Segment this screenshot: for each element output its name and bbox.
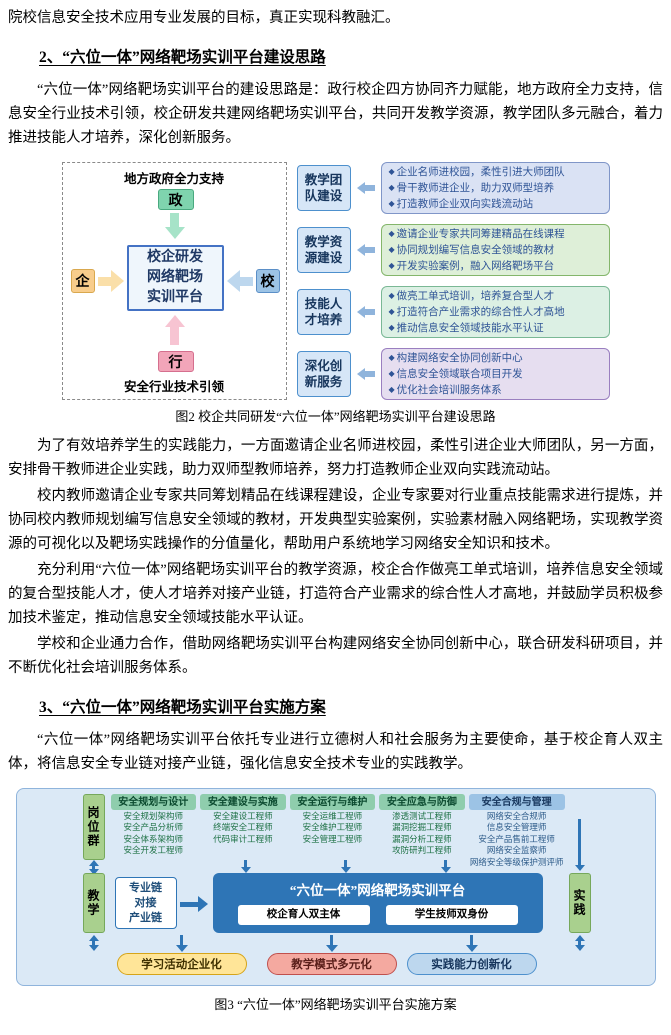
row-label: 技能人才培养 <box>296 289 351 335</box>
left-arrow-icon <box>356 368 375 380</box>
figure3-diagram: 岗位群 安全规划与设计 安全规划架构师 安全产品分析师 安全体系架构师 安全开发… <box>15 788 656 986</box>
bullet-list: 构建网络安全协同创新中心 信息安全领域联合项目开发 优化社会培训服务体系 <box>380 348 610 400</box>
left-arrow-icon <box>356 306 375 318</box>
chain-mapping-box: 专业链 对接 产业链 <box>114 877 177 929</box>
section2-heading: 2、“六位一体”网络靶场实训平台建设思路 <box>8 46 663 70</box>
paragraph-sec3-1: “六位一体”网络靶场实训平台依托专业进行立德树人和社会服务为主要使命，基于校企育… <box>8 732 663 772</box>
bullet-item: 企业名师进校园，柔性引进大师团队 <box>389 164 602 180</box>
double-arrow-icon <box>574 935 585 951</box>
job-column-operations: 安全运行与维护 安全运维工程师 安全维护工程师 安全管理工程师 <box>289 794 376 867</box>
platform-line2: 网络靶场 <box>147 270 203 285</box>
row-skilled-talent: 技能人才培养 做亮工单式培训，培养复合型人才 打造符合产业需求的综合性人才高地 … <box>296 286 610 338</box>
down-arrow-icon <box>465 935 478 952</box>
job-column-construction: 安全建设与实施 安全建设工程师 终端安全工程师 代码审计工程师 <box>200 794 286 867</box>
bullet-item: 信息安全领域联合项目开发 <box>389 366 602 382</box>
bullet-list: 做亮工单式培训，培养复合型人才 打造符合产业需求的综合性人才高地 推动信息安全领… <box>380 286 610 338</box>
figure3-caption: 图3 “六位一体”网络靶场实训平台实施方案 <box>214 997 457 1012</box>
job-column-planning: 安全规划与设计 安全规划架构师 安全产品分析师 安全体系架构师 安全开发工程师 <box>110 794 197 867</box>
teaching-label: 教学 <box>82 873 105 933</box>
practice-label: 实践 <box>568 873 591 933</box>
bullet-item: 协同规划编写信息安全领域的教材 <box>389 242 602 258</box>
platform-line1: 校企研发 <box>147 250 203 265</box>
row-innovation-service: 深化创新服务 构建网络安全协同创新中心 信息安全领域联合项目开发 优化社会培训服… <box>296 348 610 400</box>
gov-down-arrow-icon <box>164 213 185 239</box>
bullet-item: 做亮工单式培训，培养复合型人才 <box>389 288 602 304</box>
paragraph-sec2-3: 校内教师邀请企业专家共同筹划精品在线课程建设，企业专家要对行业重点技能需求进行提… <box>8 488 663 552</box>
row-label: 深化创新服务 <box>296 351 351 397</box>
school-left-arrow-icon <box>226 270 253 292</box>
platform-center-box: 校企研发 网络靶场 实训平台 <box>126 245 224 311</box>
industry-node: 行 <box>157 351 194 372</box>
post-group-label: 岗位群 <box>82 794 105 860</box>
bullet-item: 优化社会培训服务体系 <box>389 382 602 398</box>
enterprise-right-arrow-icon <box>97 270 124 292</box>
industry-guide-label: 安全行业技术引领 <box>123 380 224 394</box>
down-arrow-icon <box>325 935 338 952</box>
row-label: 教学团队建设 <box>296 165 351 211</box>
figure2-caption: 图2 校企共同研发“六位一体”网络靶场实训平台建设思路 <box>175 409 496 424</box>
job-column-response: 安全应急与防御 渗透测试工程师 漏洞挖掘工程师 漏洞分析工程师 攻防研判工程师 <box>379 794 465 867</box>
intro-paragraph: 院校信息安全技术应用专业发展的目标，真正实现科教融汇。 <box>8 10 400 26</box>
bullet-item: 骨干教师进企业，助力双师型培养 <box>389 180 602 196</box>
bullet-list: 邀请企业专家共同筹建精品在线课程 协同规划编写信息安全领域的教材 开发实验案例，… <box>380 224 610 276</box>
left-arrow-icon <box>356 244 375 256</box>
section2-heading-text: 2、“六位一体”网络靶场实训平台建设思路 <box>39 49 326 66</box>
school-node: 校 <box>255 269 280 293</box>
bullet-item: 推动信息安全领域技能水平认证 <box>389 320 602 336</box>
down-arrow-icon <box>240 860 251 873</box>
row-label: 教学资源建设 <box>296 227 351 273</box>
gov-support-label: 地方政府全力支持 <box>123 172 224 186</box>
bottom-box-diverse-teaching: 教学模式多元化 <box>266 953 397 975</box>
bullet-item: 打造符合产业需求的综合性人才高地 <box>389 304 602 320</box>
platform-title: “六位一体”网络靶场实训平台 <box>289 883 466 898</box>
bottom-box-innovative-practice: 实践能力创新化 <box>406 953 537 975</box>
left-arrow-icon <box>356 182 375 194</box>
double-arrow-icon <box>88 935 99 951</box>
enterprise-node: 企 <box>70 269 95 293</box>
double-arrow-icon <box>88 860 99 875</box>
platform-line3: 实训平台 <box>147 290 203 305</box>
paragraph-sec2-4: 充分利用“六位一体”网络靶场实训平台的教学资源，校企合作做亮工单式培训，培养信息… <box>8 562 663 626</box>
gov-node: 政 <box>157 189 194 210</box>
dual-subject-box: 校企育人双主体 <box>237 905 370 925</box>
paragraph-sec2-1: “六位一体”网络靶场实训平台的建设思路是：政行校企四方协同齐力赋能，地方政府全力… <box>8 82 663 146</box>
down-arrow-icon <box>340 860 351 873</box>
dual-identity-box: 学生技师双身份 <box>385 905 518 925</box>
bottom-box-enterprise-learning: 学习活动企业化 <box>116 953 247 975</box>
down-arrow-icon <box>175 935 188 952</box>
figure2-core-diagram: 地方政府全力支持 政 企 校企研发 网络靶场 实训平台 校 行 <box>61 162 287 400</box>
job-columns: 安全规划与设计 安全规划架构师 安全产品分析师 安全体系架构师 安全开发工程师 … <box>110 794 565 867</box>
platform-subboxes: 校企育人双主体 学生技师双身份 <box>213 905 543 925</box>
bullet-list: 企业名师进校园，柔性引进大师团队 骨干教师进企业，助力双师型培养 打造教师企业双… <box>380 162 610 214</box>
bullet-item: 构建网络安全协同创新中心 <box>389 350 602 366</box>
section3-heading: 3、“六位一体”网络靶场实训平台实施方案 <box>8 696 663 720</box>
paragraph-sec2-2: 为了有效培养学生的实践能力，一方面邀请企业名师进校园，柔性引进企业大师团队，另一… <box>8 438 663 478</box>
platform-box: “六位一体”网络靶场实训平台 校企育人双主体 学生技师双身份 <box>212 873 543 933</box>
industry-up-arrow-icon <box>164 315 185 345</box>
bullet-item: 打造教师企业双向实践流动站 <box>389 196 602 212</box>
bullet-item: 邀请企业专家共同筹建精品在线课程 <box>389 226 602 242</box>
section3-heading-text: 3、“六位一体”网络靶场实训平台实施方案 <box>39 699 326 716</box>
down-arrow-icon <box>440 860 451 873</box>
job-column-compliance: 安全合规与管理 网络安全合规师 信息安全管理师 安全产品售前工程师 网络安全监察… <box>468 794 565 867</box>
right-arrow-icon <box>179 896 208 912</box>
paragraph-sec2-5: 学校和企业通力合作，借助网络靶场实训平台构建网络安全协同创新中心，联合研发科研项… <box>8 636 663 676</box>
down-arrow-icon <box>574 819 585 871</box>
figure2-diagram: 地方政府全力支持 政 企 校企研发 网络靶场 实训平台 校 行 <box>61 162 610 400</box>
bullet-item: 开发实验案例，融入网络靶场平台 <box>389 258 602 274</box>
